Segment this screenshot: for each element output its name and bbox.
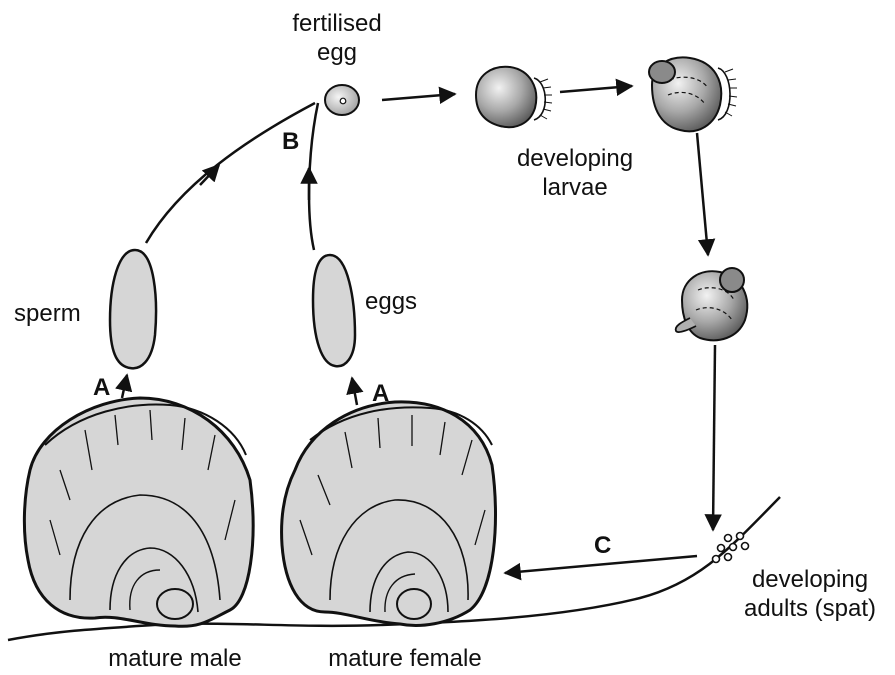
arrow-sperm-to-egg xyxy=(146,103,315,243)
step-c-label: C xyxy=(594,532,611,561)
developing-adults-label-line1: developing xyxy=(735,566,885,595)
larva-stage-1 xyxy=(476,67,552,127)
larva-stage-2 xyxy=(649,57,737,131)
mature-male-oyster xyxy=(24,398,253,626)
fertilised-egg-label: fertilised egg xyxy=(272,10,402,68)
arrow-a-male xyxy=(122,375,127,398)
mature-female-label: mature female xyxy=(305,645,505,674)
step-a-female-label: A xyxy=(372,380,389,409)
sperm-arrowhead xyxy=(200,165,219,185)
arrow-larva1-to-larva2 xyxy=(560,86,632,92)
developing-larvae-label-line2: larvae xyxy=(500,174,650,203)
arrow-larva2-to-larva3 xyxy=(697,133,708,255)
arrow-a-female xyxy=(352,378,357,405)
mature-female-oyster xyxy=(282,402,496,626)
sperm-label: sperm xyxy=(14,300,81,329)
developing-larvae-label-line1: developing xyxy=(500,145,650,174)
arrow-larva3-to-spat xyxy=(713,345,715,530)
arrow-egg-to-larva1 xyxy=(382,94,455,100)
spat-cluster xyxy=(713,533,749,563)
step-b-label: B xyxy=(282,128,299,157)
eggs-sac xyxy=(313,255,355,366)
developing-larvae-label: developing larvae xyxy=(500,145,650,203)
step-a-male-label: A xyxy=(93,374,110,403)
larva-stage-3 xyxy=(676,268,748,340)
mature-male-label: mature male xyxy=(80,645,270,674)
developing-adults-label: developing adults (spat) xyxy=(735,566,885,624)
eggs-label: eggs xyxy=(365,288,417,317)
fertilised-egg-label-line2: egg xyxy=(272,39,402,68)
fertilised-egg xyxy=(325,85,359,115)
arrow-eggs-to-egg xyxy=(309,103,318,250)
sperm-sac xyxy=(110,250,156,368)
developing-adults-label-line2: adults (spat) xyxy=(735,595,885,624)
fertilised-egg-label-line1: fertilised xyxy=(272,10,402,39)
